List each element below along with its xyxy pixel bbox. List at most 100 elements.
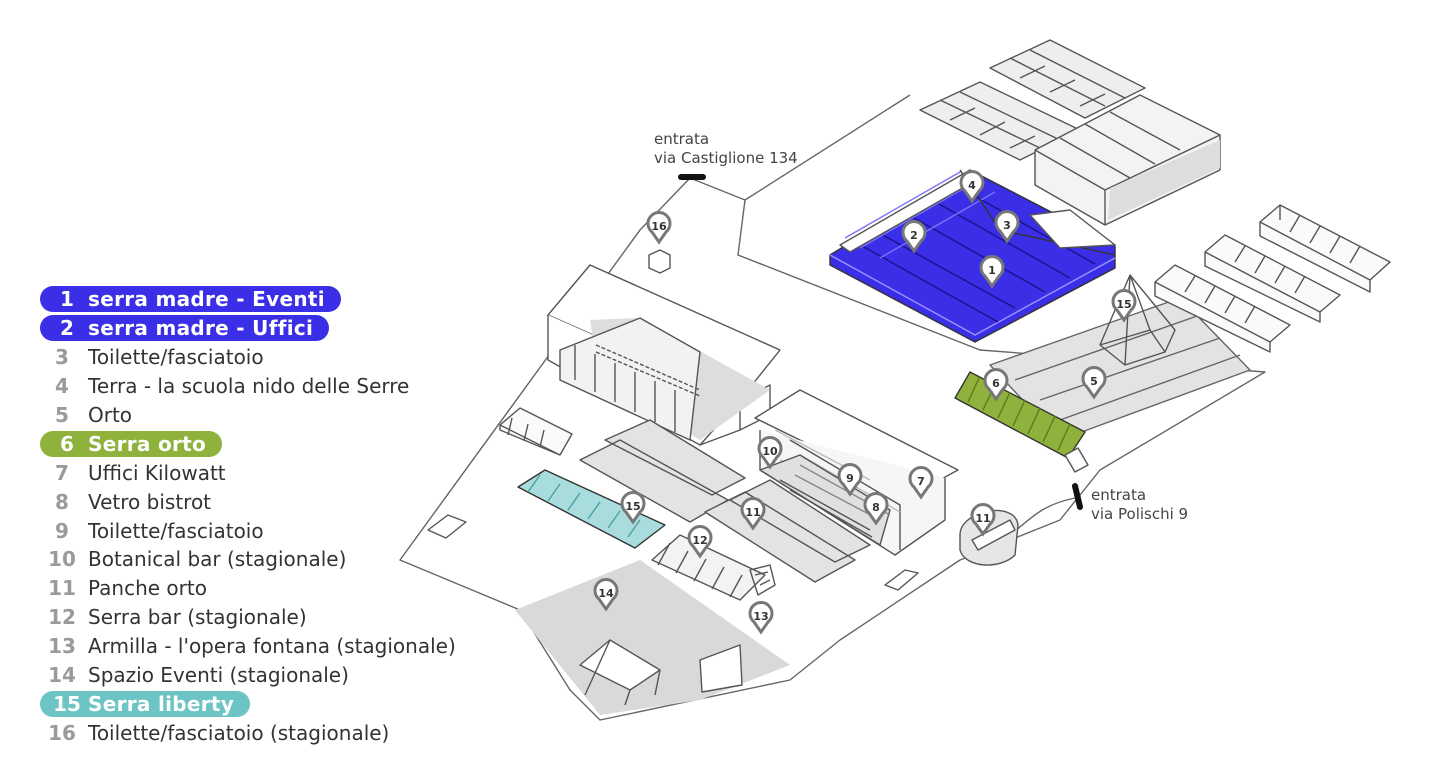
map-pin-icon[interactable]: 7: [908, 466, 934, 500]
map-pin-icon[interactable]: 13: [748, 601, 774, 635]
legend-number: 16: [48, 720, 76, 745]
small-box: [427, 514, 467, 539]
legend-label: Toilette/fasciatoio: [88, 518, 264, 543]
map-pin-icon[interactable]: 12: [687, 525, 713, 559]
map-pin-label: 16: [651, 220, 667, 233]
map-pin-icon[interactable]: 3: [994, 210, 1020, 244]
kilowatt-building: [547, 264, 781, 446]
legend-number: 10: [48, 547, 76, 572]
legend-number: 1: [60, 287, 74, 312]
entrance-polischi-marker: [1072, 483, 1083, 510]
legend-label: serra madre - Uffici: [88, 316, 314, 341]
map-pin-icon[interactable]: 15: [620, 491, 646, 525]
legend-item: 11 Panche orto: [40, 574, 472, 603]
legend-label: Vetro bistrot: [88, 489, 212, 514]
armilla-fountain: [749, 564, 776, 596]
map-pin-icon[interactable]: 5: [1081, 366, 1107, 400]
legend-number: 5: [55, 403, 69, 427]
legend-number: 4: [55, 374, 69, 399]
legend-item: 8 Vetro bistrot: [40, 487, 472, 516]
serra-liberty-structure: [1099, 274, 1176, 366]
legend-number: 3: [55, 345, 69, 370]
legend-item: 6 Serra orto: [40, 429, 472, 458]
entrance-polischi-line1: entrata: [1091, 486, 1147, 504]
serra-liberty: [517, 469, 666, 549]
map-pin-label: 15: [1116, 298, 1131, 311]
road-polischi: [1009, 497, 1076, 536]
legend-label: Uffici Kilowatt: [88, 460, 226, 485]
map-pin-icon[interactable]: 11: [970, 503, 996, 537]
map-pin-icon[interactable]: 9: [837, 463, 863, 497]
greenhouses-right: [1154, 204, 1391, 353]
road-castiglione: [744, 94, 911, 201]
toilette-box: [648, 249, 671, 274]
entrance-polischi-label: entrata via Polischi 9: [1091, 486, 1188, 524]
map-pin-icon[interactable]: 16: [646, 211, 672, 245]
map-pin-label: 12: [692, 534, 707, 547]
map-pin-icon[interactable]: 14: [593, 578, 619, 612]
map-pin-label: 10: [762, 445, 778, 458]
greenhouse-grid-top: [919, 39, 1221, 226]
events-shed: [699, 644, 743, 693]
legend-item: 4 Terra - la scuola nido delle Serre: [40, 372, 472, 401]
map-pin-label: 6: [992, 377, 1000, 390]
map-pin-label: 4: [968, 179, 976, 192]
map-pin-label: 9: [846, 472, 854, 485]
legend-number: 11: [48, 576, 76, 601]
bench-small: [884, 569, 919, 591]
legend-number: 7: [55, 460, 69, 485]
event-tent: [579, 639, 661, 706]
legend-item: 16 Toilette/fasciatoio (stagionale): [40, 718, 472, 747]
map-pin-icon[interactable]: 4: [959, 170, 985, 204]
legend-label: Armilla - l'opera fontana (stagionale): [88, 634, 456, 659]
legend-number: 13: [48, 634, 76, 659]
entrance-castiglione-line1: entrata: [654, 130, 710, 148]
legend-item: 14 Spazio Eventi (stagionale): [40, 661, 472, 690]
map-pin-label: 11: [745, 506, 760, 519]
map-pin-label: 1: [988, 264, 996, 277]
legend-label: Serra bar (stagionale): [88, 605, 307, 630]
legend-label: Toilette/fasciatoio: [88, 345, 264, 370]
legend-item: 3 Toilette/fasciatoio: [40, 343, 472, 372]
entrance-castiglione-label: entrata via Castiglione 134: [654, 130, 798, 168]
serra-orto: [954, 371, 1086, 459]
map-pin-icon[interactable]: 10: [757, 436, 783, 470]
legend-label: Spazio Eventi (stagionale): [88, 663, 349, 688]
legend-label: Toilette/fasciatoio (stagionale): [88, 720, 390, 745]
legend-number: 14: [48, 663, 76, 688]
legend-label: serra madre - Eventi: [88, 287, 325, 312]
legend-number: 6: [60, 431, 74, 456]
map-pin-label: 11: [975, 512, 990, 525]
legend-number: 8: [55, 489, 69, 514]
legend-label: Botanical bar (stagionale): [88, 547, 347, 572]
legend-item: 9 Toilette/fasciatoio: [40, 516, 472, 545]
legend-number: 15: [53, 691, 81, 716]
small-greenhouse-left: [499, 407, 573, 456]
map-pin-icon[interactable]: 15: [1111, 289, 1137, 323]
legend-item: 10 Botanical bar (stagionale): [40, 545, 472, 574]
map-pin-icon[interactable]: 2: [901, 220, 927, 254]
legend-label: Panche orto: [88, 576, 207, 601]
legend-label: Serra orto: [88, 431, 207, 456]
map-pin-icon[interactable]: 1: [979, 255, 1005, 289]
map-pin-label: 14: [598, 587, 614, 600]
map-pin-icon[interactable]: 8: [863, 492, 889, 526]
entrance-polischi-line2: via Polischi 9: [1091, 505, 1189, 523]
legend-label: Terra - la scuola nido delle Serre: [88, 374, 410, 399]
map-pin-label: 2: [910, 229, 918, 242]
map-pin-label: 7: [917, 475, 925, 488]
map-pin-icon[interactable]: 6: [983, 368, 1009, 402]
map-pin-label: 3: [1003, 219, 1011, 232]
map-pin-icon[interactable]: 11: [740, 497, 766, 531]
serra-madre: [829, 169, 1116, 343]
legend-number: 9: [55, 518, 69, 543]
map-pin-label: 15: [625, 500, 640, 513]
entrance-castiglione-line2: via Castiglione 134: [654, 149, 798, 167]
